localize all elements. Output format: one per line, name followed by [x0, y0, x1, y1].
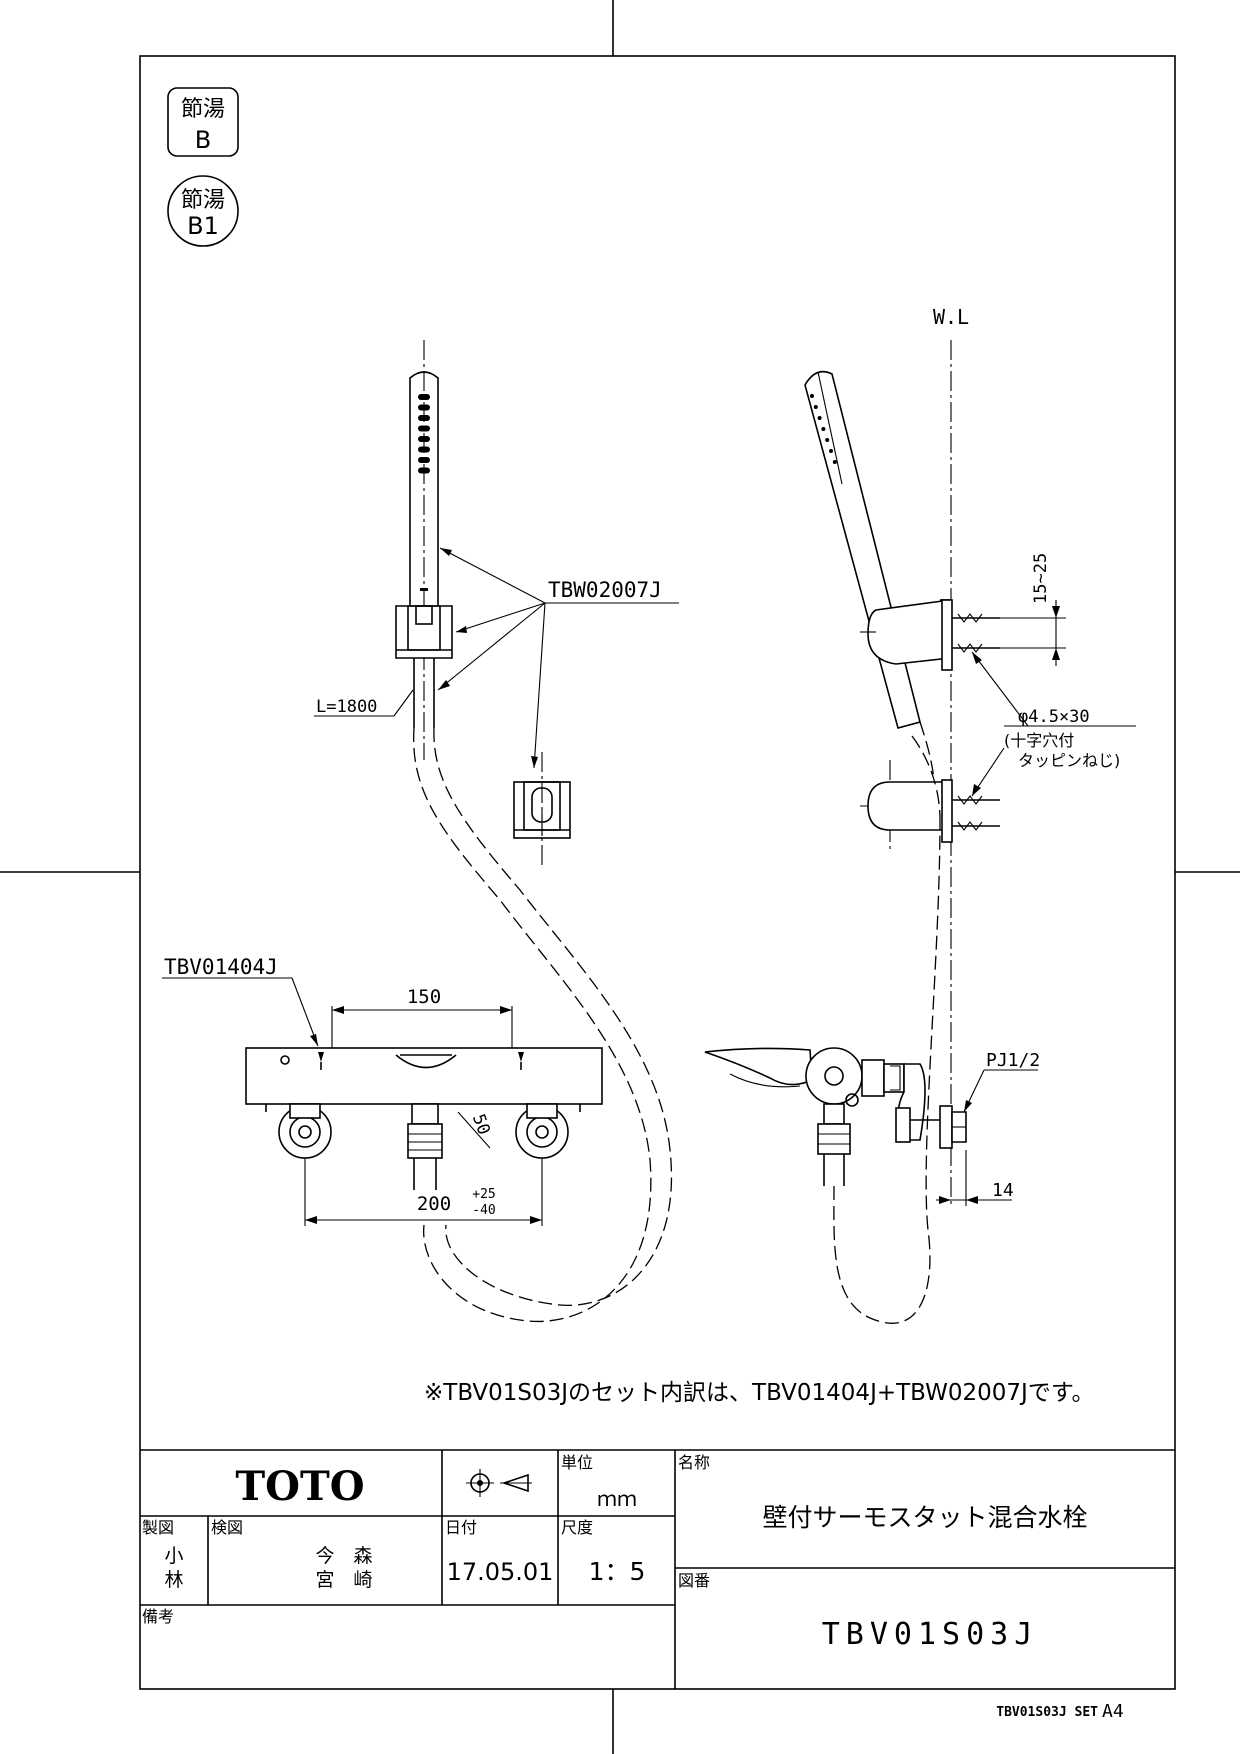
side-nozzle-dot [829, 449, 833, 453]
faucet-part-number: TBV01404J [164, 955, 278, 979]
date-value: 17.05.01 [447, 1558, 554, 1586]
checked-by-1: 今 森 [315, 1545, 372, 1567]
side-nozzle-dot [817, 416, 822, 420]
front-hose-path [413, 727, 673, 1323]
wall-line-label: W.L [933, 305, 969, 329]
badge-b-label-bottom: B [195, 126, 211, 154]
side-nozzle-dot [813, 405, 818, 409]
side-nozzle-dot [832, 460, 837, 464]
faucet-part-callout: TBV01404J [162, 955, 319, 1047]
hose-length-label: L=1800 [316, 697, 377, 717]
drawing-number-label: 図番 [678, 1571, 710, 1590]
footer-set-code: TBV01S03J SET [996, 1705, 1098, 1720]
checked-label: 検図 [211, 1518, 243, 1537]
screw-note-1: (十字穴付 [1004, 731, 1074, 750]
dim-50: 50 [468, 1111, 494, 1137]
shower-part-number: TBW02007J [548, 578, 662, 602]
drawn-label: 製図 [142, 1518, 174, 1537]
side-lower-holder [860, 760, 1000, 850]
product-name: 壁付サーモスタット混合水栓 [762, 1503, 1087, 1532]
dim-200: 200 [417, 1193, 451, 1215]
side-wall-line: W.L [933, 305, 969, 1208]
name-label: 名称 [678, 1453, 710, 1472]
scale-value: 1：5 [589, 1557, 646, 1586]
dim-150: 150 [407, 986, 441, 1008]
tolerance-minus: -40 [472, 1203, 495, 1218]
date-label: 日付 [445, 1518, 477, 1537]
badge-b1-label-bottom: B1 [187, 212, 219, 240]
set-composition-note: ※TBV01S03Jのセット内訳は、TBV01404J+TBW02007Jです。 [424, 1380, 1095, 1406]
nozzle-dot [418, 436, 430, 442]
side-dimensions: 15~25 φ4.5×30 (十字穴付 タッピンねじ) [971, 553, 1136, 797]
nozzle-dot [418, 394, 430, 400]
drawn-by-2: 林 [164, 1569, 183, 1591]
tolerance-plus: +25 [472, 1187, 495, 1202]
front-shower-holder [513, 752, 571, 868]
unit-value: ｍｍ [597, 1487, 637, 1511]
side-faucet-body [704, 721, 967, 1324]
hose-length-callout: L=1800 [314, 689, 414, 717]
nozzle-dot [418, 457, 430, 463]
side-nozzle-dot [821, 427, 826, 431]
dim-14: 14 [992, 1180, 1014, 1201]
nozzle-dot [418, 425, 430, 432]
screw-spec: φ4.5×30 [1018, 707, 1090, 727]
drawn-by-1: 小 [164, 1545, 183, 1567]
side-nozzle-dot [825, 438, 830, 442]
title-block: TOTO 単位 ｍｍ 名称 壁付サーモスタット混合水栓 製図 小 林 検図 今 … [140, 1449, 1175, 1689]
nozzle-dot [418, 446, 430, 453]
toto-logo: TOTO [235, 1463, 364, 1510]
water-saving-badge-b: 節湯 B [167, 87, 239, 157]
water-saving-badge-b1: 節湯 B1 [167, 175, 239, 247]
front-shower-head [395, 340, 453, 760]
checked-by-2: 宮 崎 [315, 1569, 372, 1591]
nozzle-dot [418, 467, 430, 474]
scale-label: 尺度 [561, 1518, 593, 1537]
shower-part-leaders: TBW02007J [437, 547, 679, 769]
footer-paper-size: A4 [1102, 1701, 1124, 1722]
front-faucet-body [245, 1047, 603, 1190]
pipe-thread-label: PJ1/2 [986, 1050, 1040, 1071]
badge-b1-label-top: 節湯 [181, 188, 225, 213]
unit-label: 単位 [561, 1453, 593, 1472]
remarks-label: 備考 [142, 1607, 174, 1626]
side-shower-head [804, 370, 1000, 729]
screw-note-2: タッピンねじ) [1018, 751, 1120, 770]
badge-b-label-top: 節湯 [181, 97, 225, 122]
dim-15-25: 15~25 [1031, 553, 1051, 604]
nozzle-dot [418, 415, 430, 421]
side-nozzle-dot [810, 394, 814, 398]
projection-symbol-icon [466, 1469, 532, 1497]
side-pipe-dims: PJ1/2 14 [936, 1050, 1040, 1206]
nozzle-dot [418, 404, 430, 411]
drawing-number: TBV01S03J [822, 1617, 1039, 1652]
